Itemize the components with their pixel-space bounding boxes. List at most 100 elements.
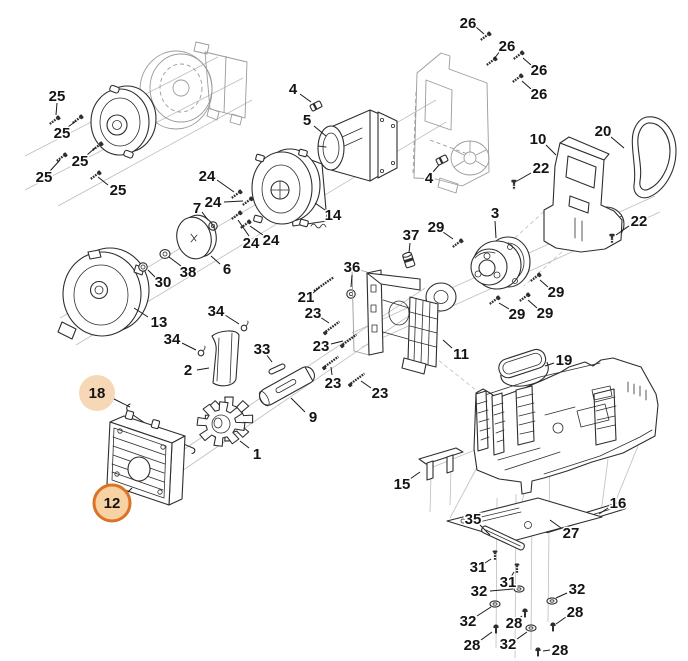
part-callout-26[interactable]: 26 — [458, 14, 478, 34]
part-callout-29[interactable]: 29 — [546, 283, 566, 303]
callout-leader-24 — [249, 225, 264, 236]
part-callout-13[interactable]: 13 — [149, 313, 169, 333]
part-callout-32[interactable]: 32 — [498, 635, 518, 655]
part-callout-12[interactable]: 12 — [104, 495, 121, 512]
part-callout-28[interactable]: 28 — [504, 614, 524, 634]
part-callout-33[interactable]: 33 — [252, 340, 272, 360]
part-callout-2[interactable]: 2 — [182, 361, 193, 381]
callout-highlight-12[interactable] — [92, 483, 132, 523]
part-callout-25[interactable]: 25 — [34, 168, 54, 188]
part-callout-28[interactable]: 28 — [550, 641, 570, 661]
callout-highlight-18[interactable] — [79, 375, 115, 411]
callout-leader-37 — [408, 242, 411, 254]
part-callout-21[interactable]: 21 — [296, 288, 316, 308]
base-plate-drawing — [473, 357, 659, 495]
grille-12-drawing — [106, 410, 186, 506]
part-callout-28[interactable]: 28 — [565, 603, 585, 623]
callout-leader-28 — [480, 631, 493, 641]
part-callout-25[interactable]: 25 — [70, 152, 90, 172]
part-callout-19[interactable]: 19 — [554, 351, 574, 371]
disc-6-drawing — [176, 214, 217, 260]
part-callout-11[interactable]: 11 — [452, 345, 471, 365]
part-callout-16[interactable]: 16 — [608, 494, 628, 514]
part-callout-1[interactable]: 1 — [251, 445, 262, 465]
part-callout-28[interactable]: 28 — [462, 636, 482, 656]
callout-leader-27 — [549, 519, 562, 529]
part-callout-10[interactable]: 10 — [528, 130, 548, 150]
part-callout-36[interactable]: 36 — [342, 258, 362, 278]
part-callout-14[interactable]: 14 — [323, 206, 343, 226]
washer-38 — [159, 249, 171, 259]
callout-leader-1 — [239, 440, 250, 449]
part-callout-23[interactable]: 23 — [323, 374, 343, 394]
part-callout-4[interactable]: 4 — [287, 80, 299, 100]
callout-leader-25 — [97, 176, 109, 186]
callout-leader-26 — [493, 50, 501, 60]
part-callout-32[interactable]: 32 — [567, 580, 587, 600]
part-callout-3[interactable]: 3 — [489, 204, 500, 224]
part-callout-26[interactable]: 26 — [529, 85, 549, 105]
part-callout-35[interactable]: 35 — [463, 510, 483, 530]
callout-leader-3 — [494, 220, 497, 239]
callout-leader-26 — [522, 57, 532, 66]
part-callout-23[interactable]: 23 — [370, 384, 390, 404]
part-callout-29[interactable]: 29 — [426, 218, 446, 238]
part-callout-29[interactable]: 29 — [507, 305, 527, 325]
part-callout-31[interactable]: 31 — [468, 558, 488, 578]
part-callout-24[interactable]: 24 — [261, 231, 281, 251]
part-callout-32[interactable]: 32 — [458, 612, 478, 632]
part-callout-25[interactable]: 25 — [52, 124, 72, 144]
callout-leader-26 — [475, 26, 485, 35]
part-callout-23[interactable]: 23 — [311, 337, 331, 357]
part-callout-27[interactable]: 27 — [561, 524, 581, 544]
screw-22a — [510, 178, 518, 191]
part-callout-24[interactable]: 24 — [197, 167, 217, 187]
part-callout-4[interactable]: 4 — [423, 169, 435, 189]
callout-leader-25 — [86, 147, 96, 156]
part-callout-22[interactable]: 22 — [629, 212, 649, 232]
part-callout-9[interactable]: 9 — [307, 408, 318, 428]
part-callout-34[interactable]: 34 — [206, 302, 226, 322]
callout-leader-4 — [299, 93, 312, 103]
part-callout-26[interactable]: 26 — [529, 61, 549, 81]
callout-leader-28 — [555, 616, 567, 625]
part-callout-25[interactable]: 25 — [47, 87, 67, 107]
callout-leader-29 — [527, 299, 538, 309]
boot-19-drawing — [498, 348, 549, 387]
part-callout-18[interactable]: 18 — [89, 385, 106, 402]
part-callout-24[interactable]: 24 — [241, 234, 261, 254]
part-callout-20[interactable]: 20 — [593, 122, 613, 142]
part-callout-6[interactable]: 6 — [221, 260, 232, 280]
part-callout-29[interactable]: 29 — [535, 304, 555, 324]
callout-leader-18 — [111, 397, 131, 408]
callout-leader-4 — [432, 164, 440, 173]
part-callout-31[interactable]: 31 — [498, 573, 518, 593]
callout-leader-32 — [555, 592, 568, 599]
callout-leader-10 — [545, 144, 557, 156]
callout-leader-29 — [442, 231, 454, 240]
callout-leader-31 — [510, 571, 515, 578]
motor-5-drawing — [317, 109, 398, 182]
part-callout-7[interactable]: 7 — [191, 199, 202, 219]
callout-leader-11 — [442, 339, 453, 349]
pin-33 — [268, 363, 286, 375]
callout-leader-22 — [615, 225, 630, 236]
callout-leader-28 — [542, 649, 551, 652]
part-callout-30[interactable]: 30 — [153, 273, 173, 293]
part-callout-38[interactable]: 38 — [178, 263, 198, 283]
part-callout-15[interactable]: 15 — [392, 475, 412, 495]
part-callout-32[interactable]: 32 — [469, 582, 489, 602]
part-callout-22[interactable]: 22 — [531, 159, 551, 179]
part-callout-26[interactable]: 26 — [497, 37, 517, 57]
key-4a — [309, 100, 323, 112]
part-callout-34[interactable]: 34 — [162, 330, 182, 350]
part-callout-24[interactable]: 24 — [203, 193, 223, 213]
part-callout-5[interactable]: 5 — [301, 111, 312, 131]
part-callout-37[interactable]: 37 — [401, 226, 421, 246]
callout-leader-15 — [409, 471, 421, 480]
part-callout-25[interactable]: 25 — [108, 181, 128, 201]
callout-leader-24 — [223, 200, 244, 203]
callout-leader-33 — [265, 353, 273, 363]
part-callout-23[interactable]: 23 — [303, 304, 323, 324]
